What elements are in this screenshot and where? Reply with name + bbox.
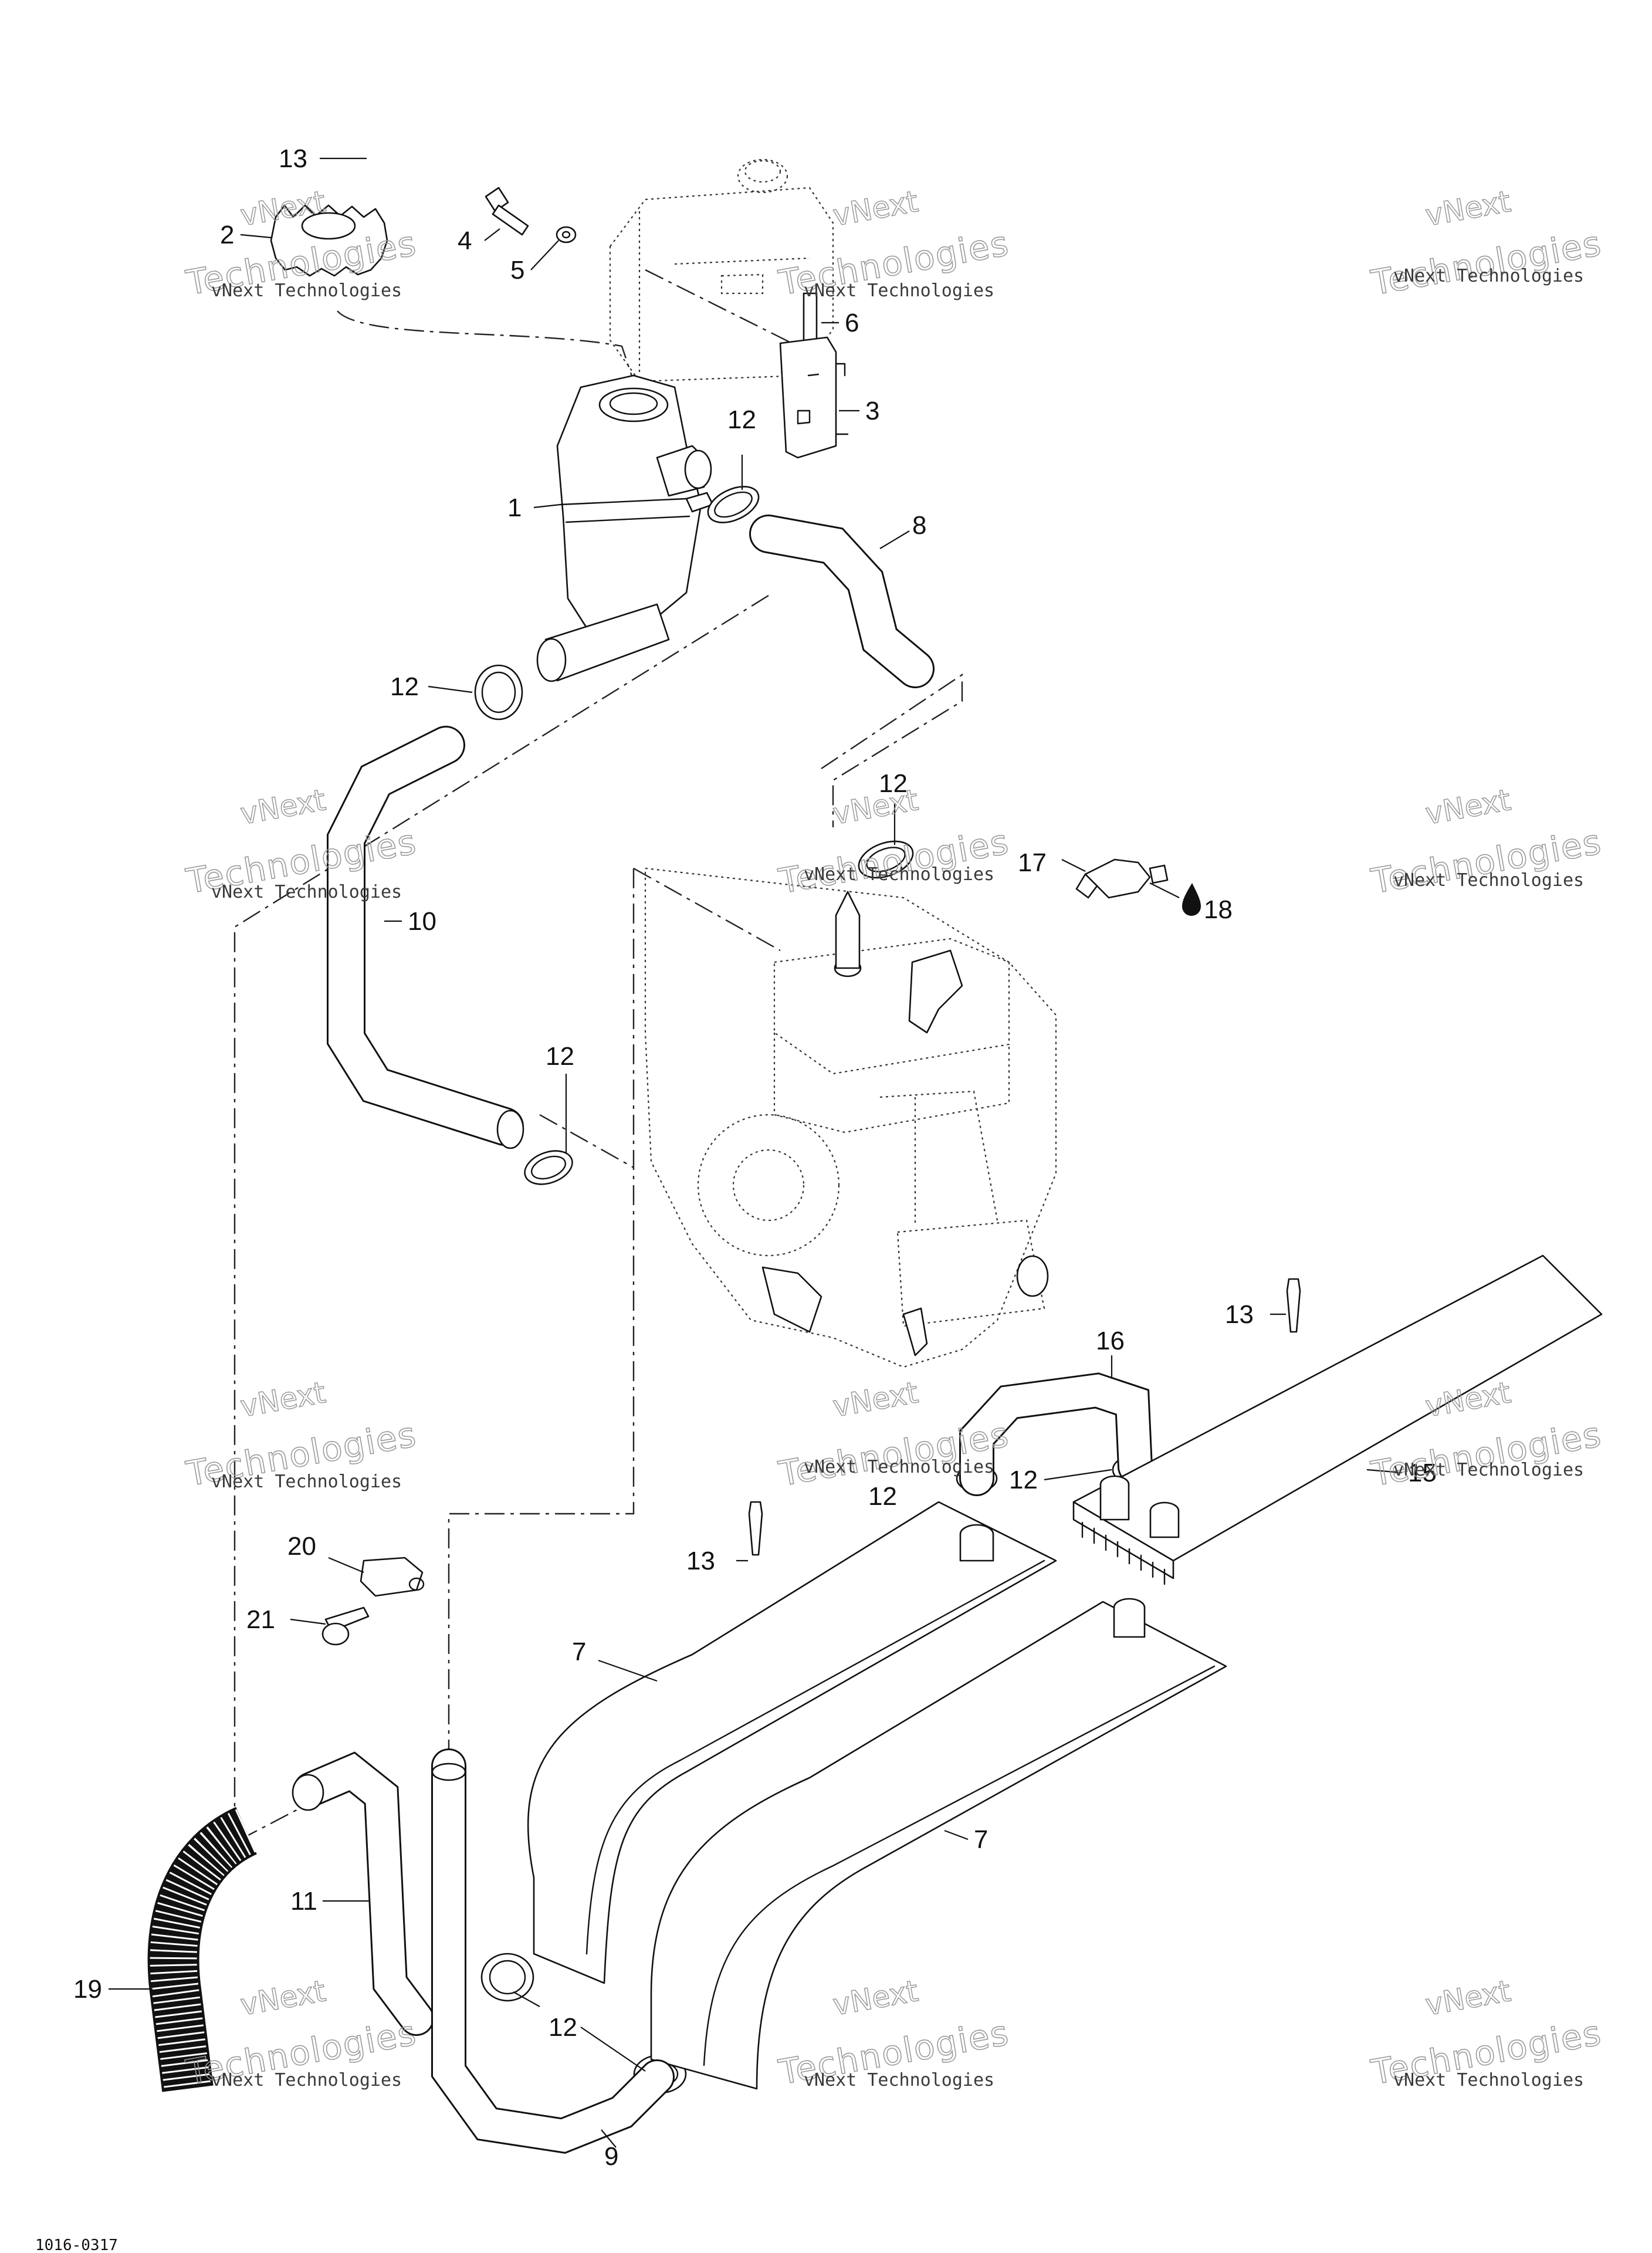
drawing-reference: 1016-0317 — [35, 2237, 118, 2253]
svg-text:vNext Technologies: vNext Technologies — [1393, 2070, 1584, 2090]
callout-13b: 13 — [686, 1547, 715, 1575]
callout-12d: 12 — [546, 1042, 574, 1071]
callout-13a: 13 — [1225, 1300, 1254, 1329]
callout-12c: 12 — [879, 769, 908, 798]
svg-text:vNext: vNext — [1423, 783, 1513, 831]
svg-text:vNext: vNext — [830, 783, 920, 831]
svg-text:Technologies: Technologies — [776, 821, 1012, 901]
callout-6: 6 — [845, 309, 859, 337]
svg-text:vNext: vNext — [238, 1974, 328, 2022]
callout-2: 2 — [220, 221, 234, 249]
callout-10: 10 — [408, 907, 436, 936]
bolt — [485, 187, 529, 236]
svg-text:vNext Technologies: vNext Technologies — [1393, 266, 1584, 286]
engine — [644, 867, 1057, 1368]
heat-exchanger-upper — [527, 1501, 1057, 1984]
hose-bottom — [431, 1748, 675, 2154]
hose-left-long — [327, 726, 524, 1149]
svg-text:vNext Technologies: vNext Technologies — [804, 2070, 994, 2090]
svg-text:vNext: vNext — [830, 1974, 920, 2022]
clip-screw — [321, 1606, 370, 1646]
screw-lower — [748, 1501, 763, 1556]
temperature-sensor — [1075, 858, 1169, 899]
svg-text:vNext Technologies: vNext Technologies — [211, 280, 402, 301]
callout-20: 20 — [287, 1532, 316, 1561]
callout-1: 1 — [507, 493, 522, 522]
pressure-cap — [270, 204, 388, 277]
svg-text:vNext Technologies: vNext Technologies — [804, 1457, 994, 1477]
svg-text:vNext Technologies: vNext Technologies — [804, 864, 994, 885]
routing-lines — [233, 269, 963, 1843]
svg-text:vNext: vNext — [1423, 1974, 1513, 2022]
hose-clamp-d — [524, 1150, 573, 1185]
reservoir-tank-outline — [609, 158, 834, 383]
callout-12e: 12 — [1009, 1466, 1038, 1494]
svg-text:vNext Technologies: vNext Technologies — [211, 2070, 402, 2090]
washer — [556, 226, 577, 243]
svg-text:vNext Technologies: vNext Technologies — [1393, 1460, 1584, 1480]
svg-text:vNext Technologies: vNext Technologies — [211, 1471, 402, 1492]
leader-lines — [109, 157, 1403, 2148]
hose-bridge — [959, 1372, 1153, 1496]
hose-clamp-c — [858, 840, 914, 879]
callout-14: 13 — [279, 144, 307, 173]
hose-clamp-b — [474, 664, 523, 720]
svg-text:vNext Technologies: vNext Technologies — [211, 882, 402, 902]
callout-12a: 12 — [727, 405, 756, 434]
svg-text:vNext Technologies: vNext Technologies — [804, 280, 994, 301]
callout-18: 18 — [1204, 895, 1233, 924]
callout-7b: 7 — [974, 1825, 988, 1854]
svg-text:vNext: vNext — [238, 783, 328, 831]
hose-clamp-g — [480, 1953, 534, 2002]
svg-text:vNext Technologies: vNext Technologies — [1393, 870, 1584, 891]
callout-4: 4 — [458, 226, 472, 255]
svg-text:vNext: vNext — [238, 1375, 328, 1423]
callout-5: 5 — [510, 256, 524, 285]
callout-7a: 7 — [572, 1638, 586, 1666]
heat-exchanger-lower — [650, 1598, 1227, 2090]
callout-numbers: 13 2 4 5 6 3 12 1 8 12 12 17 18 10 12 13… — [73, 144, 1437, 2171]
callout-3: 3 — [865, 397, 879, 425]
callout-16: 16 — [1096, 1327, 1125, 1355]
svg-text:vNext: vNext — [830, 1375, 920, 1423]
callout-11: 11 — [290, 1887, 317, 1916]
sealant-drop-icon — [1182, 883, 1201, 916]
svg-text:vNext: vNext — [1423, 184, 1513, 232]
hose-upper-right — [749, 515, 935, 688]
callout-12b: 12 — [390, 672, 419, 701]
radiator — [1072, 1254, 1603, 1585]
callout-12g: 12 — [549, 2013, 577, 2042]
coolant-tank — [536, 374, 714, 682]
hose-clip — [360, 1557, 425, 1597]
callout-9: 9 — [604, 2142, 618, 2171]
svg-text:Technologies: Technologies — [1368, 223, 1604, 303]
svg-text:vNext: vNext — [830, 184, 920, 232]
callout-12f: 12 — [868, 1482, 897, 1511]
callout-21: 21 — [246, 1605, 275, 1634]
screw-upper — [1286, 1278, 1301, 1333]
hose-clamp-a — [707, 486, 760, 523]
hose-lower-left — [292, 1751, 434, 2036]
callout-15: 15 — [1408, 1459, 1437, 1487]
callout-19: 19 — [73, 1975, 102, 2004]
callout-8: 8 — [912, 511, 926, 540]
corrugated-sleeve — [147, 1807, 258, 2092]
callout-17: 17 — [1018, 848, 1047, 877]
bracket — [779, 336, 849, 459]
